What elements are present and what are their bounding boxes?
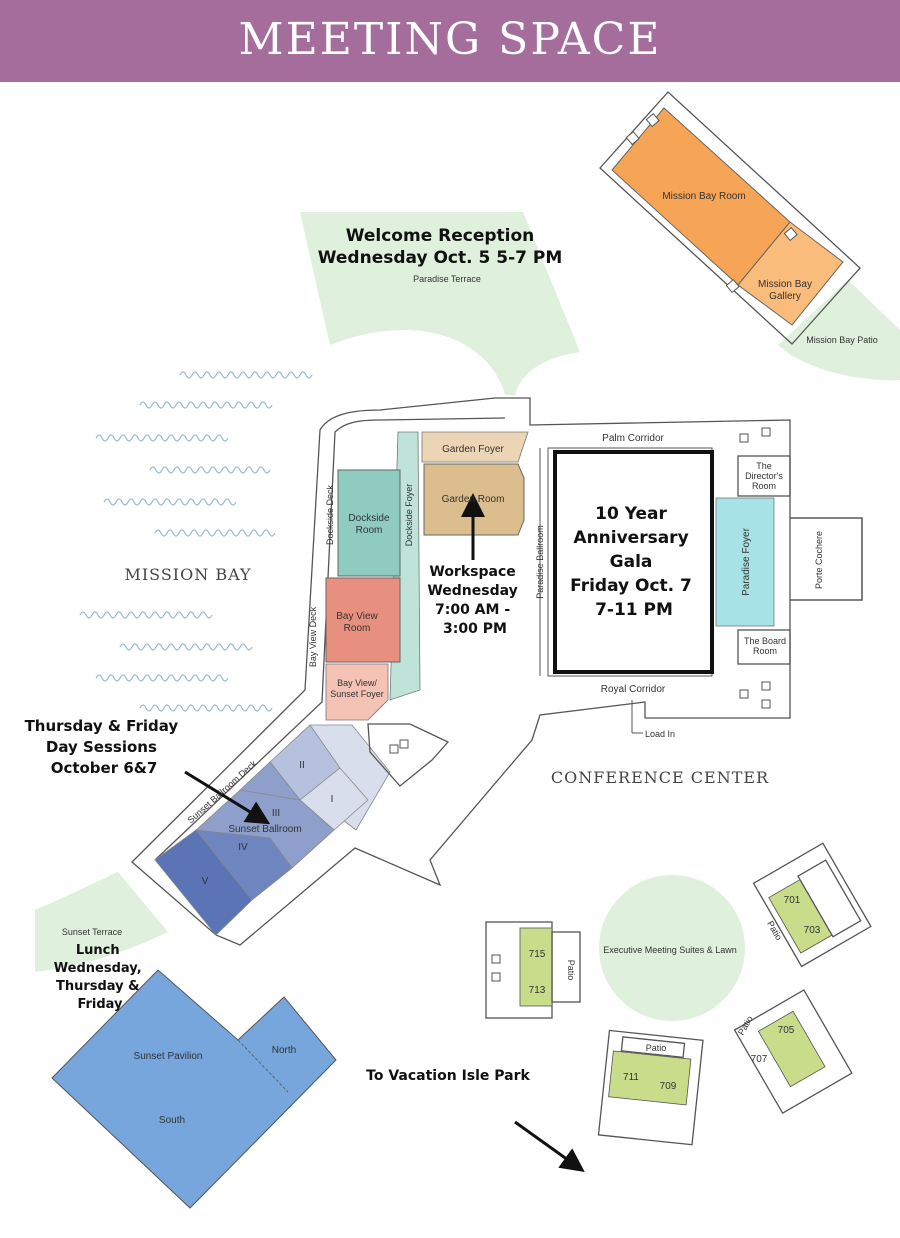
- suite-709-label: 709: [660, 1081, 677, 1092]
- workspace-callout: Workspace Wednesday 7:00 AM - 3:00 PM: [427, 564, 522, 637]
- dockside-foyer-label: Dockside Foyer: [404, 484, 414, 547]
- wave-line: [119, 643, 253, 651]
- sessions-arrow: [184, 770, 271, 825]
- paradise-foyer-label: Paradise Foyer: [741, 527, 752, 595]
- suite-703-label: 703: [804, 925, 821, 936]
- bay-view-deck-label: Bay View Deck: [308, 606, 318, 667]
- wave-line: [154, 529, 276, 537]
- ballroom-section-ii: II: [299, 760, 305, 771]
- wave-line: [179, 371, 313, 379]
- wave-line: [103, 498, 237, 506]
- page-title: MEETING SPACE: [238, 14, 662, 65]
- wave-line: [139, 401, 273, 409]
- suite-713-label: 713: [529, 985, 546, 996]
- wave-line: [149, 466, 271, 474]
- bay-view-sunset-foyer-label: Bay View/Sunset Foyer: [330, 678, 384, 699]
- header-banner: MEETING SPACE: [0, 0, 900, 82]
- pavilion-south-label: South: [159, 1115, 185, 1126]
- bay-view-room: [325, 577, 401, 663]
- suite-group-715-713: [485, 921, 581, 1019]
- paradise-ballroom-label: Paradise Ballroom: [535, 525, 545, 599]
- suite-711-patio-label: Patio: [646, 1043, 667, 1053]
- bay-view-sunset-foyer: [325, 663, 389, 721]
- garden-foyer-label: Garden Foyer: [442, 444, 504, 455]
- wave-line: [79, 611, 213, 619]
- palm-corridor-label: Palm Corridor: [602, 433, 664, 444]
- porte-cochere-label: Porte Cochere: [814, 531, 824, 589]
- mission-bay-room-label: Mission Bay Room: [662, 191, 745, 202]
- suite-707-label: 707: [751, 1054, 768, 1065]
- executive-lawn: [599, 875, 745, 1021]
- sunset-ballroom-label: Sunset Ballroom: [228, 824, 301, 835]
- load-in-label: Load In: [645, 729, 675, 739]
- pavilion-north-label: North: [272, 1045, 296, 1056]
- porte-cochere: [789, 517, 863, 601]
- main-building-outline: [131, 397, 863, 946]
- suite-705-label: 705: [778, 1025, 795, 1036]
- gala-callout: 10 Year Anniversary Gala Friday Oct. 7 7…: [570, 504, 698, 620]
- sunset-ballroom: [154, 724, 391, 936]
- suite-group-705-707: [733, 989, 853, 1115]
- suite-705-patio-label: Patio: [736, 1014, 755, 1037]
- garden-room-label: Garden Room: [442, 494, 505, 505]
- welcome-reception-title: Welcome Reception: [346, 226, 535, 246]
- suite-715-label: 715: [529, 949, 546, 960]
- restroom-block: [367, 723, 450, 787]
- dockside-room: [337, 469, 401, 577]
- dockside-deck-label: Dockside Deck: [325, 484, 335, 545]
- sunset-terrace-lawn: [35, 872, 168, 972]
- day-sessions-callout: Thursday & Friday Day Sessions October 6…: [25, 717, 184, 777]
- suite-715-patio-label: Patio: [566, 960, 576, 981]
- royal-corridor-label: Royal Corridor: [601, 684, 666, 695]
- sunset-pavilion: [51, 969, 337, 1209]
- paradise-terrace-label: Paradise Terrace: [413, 274, 481, 284]
- mission-bay-patio-lawn: [778, 280, 900, 381]
- sunset-pavilion-label: Sunset Pavilion: [134, 1051, 203, 1062]
- gala-box: [553, 450, 714, 674]
- executive-suites-label: Executive Meeting Suites & Lawn: [603, 945, 737, 955]
- ballroom-section-iii: III: [272, 808, 280, 819]
- inner-building-line: [154, 417, 506, 861]
- vacation-isle-arrow: [514, 1120, 585, 1172]
- paradise-terrace-lawn: [300, 212, 580, 395]
- wave-line: [139, 704, 273, 712]
- mission-bay-building: [599, 91, 861, 345]
- ballroom-section-iv: IV: [238, 842, 248, 853]
- suite-group-701-703: [752, 842, 872, 968]
- suite-701-patio-label: Patio: [765, 919, 784, 942]
- bay-water: [79, 371, 313, 712]
- suite-group-711-709: [597, 1029, 704, 1146]
- paradise-foyer: [715, 497, 775, 627]
- suite-701-label: 701: [784, 895, 801, 906]
- mission-bay-patio-label: Mission Bay Patio: [806, 335, 878, 345]
- wave-line: [95, 434, 229, 442]
- sunset-terrace-label: Sunset Terrace: [62, 927, 122, 937]
- ballroom-section-v: V: [202, 876, 209, 887]
- wave-line: [95, 674, 229, 682]
- conference-center-label: CONFERENCE CENTER: [551, 768, 769, 787]
- vacation-isle-callout: To Vacation Isle Park: [366, 1068, 530, 1084]
- ballroom-section-i: I: [331, 794, 334, 805]
- lunch-callout: Lunch Wednesday, Thursday & Friday: [54, 943, 146, 1012]
- mission-bay-label: MISSION BAY: [124, 565, 251, 584]
- suite-711-label: 711: [623, 1072, 639, 1083]
- garden-foyer: [421, 431, 529, 463]
- welcome-reception-time: Wednesday Oct. 5 5-7 PM: [318, 248, 563, 268]
